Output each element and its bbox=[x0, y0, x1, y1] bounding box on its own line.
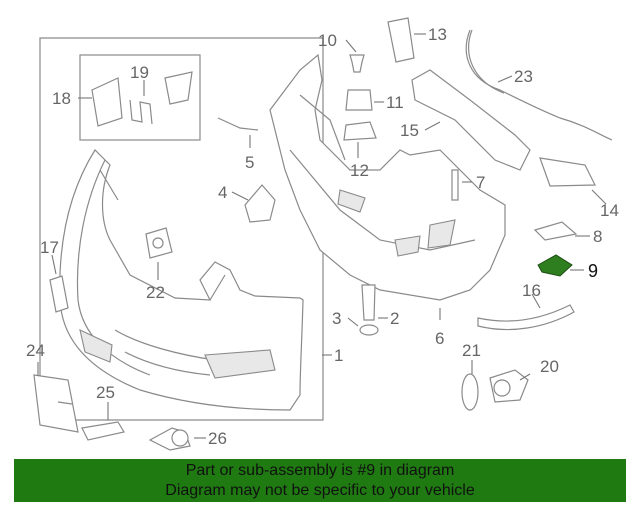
energy-absorber bbox=[269, 53, 506, 301]
callout-7: 7 bbox=[476, 173, 485, 192]
callout-16: 16 bbox=[522, 281, 541, 300]
callout-26: 26 bbox=[208, 429, 227, 448]
info-banner: Part or sub-assembly is #9 in diagram Di… bbox=[14, 459, 626, 502]
banner-line-1: Part or sub-assembly is #9 in diagram bbox=[185, 462, 455, 479]
callout-12: 12 bbox=[350, 161, 369, 180]
clip-12 bbox=[343, 121, 377, 141]
callout-13: 13 bbox=[428, 25, 447, 44]
part-9-highlighted bbox=[537, 254, 573, 277]
strip-16 bbox=[477, 304, 575, 331]
callout-19: 19 bbox=[130, 63, 149, 82]
bracket-13 bbox=[387, 17, 415, 63]
callout-25: 25 bbox=[96, 383, 115, 402]
callout-10: 10 bbox=[318, 31, 337, 50]
assembly-frame bbox=[39, 37, 324, 421]
callout-11: 11 bbox=[386, 93, 404, 112]
bracket-14 bbox=[539, 157, 596, 187]
clip-25 bbox=[81, 421, 125, 441]
callout-5: 5 bbox=[245, 153, 254, 172]
washer-3 bbox=[359, 324, 379, 336]
banner-line-2: Diagram may not be specific to your vehi… bbox=[165, 482, 475, 499]
bolt-2 bbox=[361, 284, 376, 321]
grommet-11 bbox=[345, 89, 373, 111]
ring-21 bbox=[461, 373, 479, 411]
clip-17 bbox=[49, 275, 69, 313]
callout-22: 22 bbox=[146, 283, 165, 302]
bracket-22 bbox=[145, 227, 173, 259]
bolt-7 bbox=[451, 169, 459, 201]
callout-8: 8 bbox=[593, 227, 602, 246]
callout-23: 23 bbox=[514, 67, 533, 86]
bumper-cover bbox=[59, 149, 304, 411]
callout-6: 6 bbox=[435, 329, 444, 348]
bracket-4 bbox=[244, 184, 276, 223]
spring-19 bbox=[129, 99, 153, 125]
callout-21: 21 bbox=[462, 341, 481, 360]
callout-14: 14 bbox=[600, 201, 619, 220]
harness-23 bbox=[465, 29, 613, 141]
callout-3: 3 bbox=[332, 309, 341, 328]
leader-lines bbox=[37, 33, 607, 439]
bracket-18 bbox=[91, 77, 123, 127]
callout-9: 9 bbox=[588, 261, 598, 281]
clip-5 bbox=[217, 117, 259, 131]
sensor-20 bbox=[489, 369, 529, 403]
screw-10 bbox=[349, 54, 365, 73]
reinforcement-15 bbox=[411, 69, 531, 171]
callout-1: 1 bbox=[334, 346, 343, 365]
callout-4: 4 bbox=[218, 183, 227, 202]
callout-20: 20 bbox=[540, 357, 559, 376]
callout-labels: 1 2 3 4 5 6 7 8 9 10 11 12 13 14 15 16 1… bbox=[26, 25, 619, 448]
callout-15: 15 bbox=[400, 121, 419, 140]
plate-bracket bbox=[33, 374, 79, 433]
callout-18: 18 bbox=[52, 89, 71, 108]
callout-17: 17 bbox=[40, 238, 59, 257]
callout-2: 2 bbox=[390, 309, 399, 328]
parts-diagram: 1 2 3 4 5 6 7 8 9 10 11 12 13 14 15 16 1… bbox=[26, 17, 619, 451]
bracket-8 bbox=[533, 221, 578, 241]
callout-24: 24 bbox=[26, 341, 45, 360]
